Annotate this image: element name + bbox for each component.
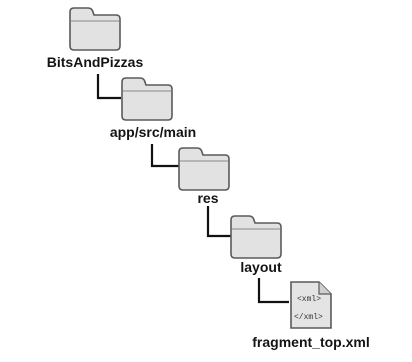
file-glyph-bottom: </xml> bbox=[294, 313, 323, 322]
xml-file-icon: <xml> </xml> bbox=[290, 281, 332, 329]
connector-lines bbox=[96, 74, 289, 304]
folder-icon bbox=[69, 7, 121, 51]
folder-icon bbox=[230, 215, 282, 259]
folder-label-app-src-main: app/src/main bbox=[109, 124, 197, 140]
file-label-fragment-top-xml: fragment_top.xml bbox=[252, 334, 370, 350]
folder-label-res: res bbox=[197, 190, 219, 206]
folder-label-layout: layout bbox=[240, 259, 282, 275]
connector-app-to-res bbox=[150, 144, 179, 168]
file-glyph-top: <xml> bbox=[297, 295, 321, 304]
connector-res-to-layout bbox=[206, 206, 231, 238]
connector-bitsandpizzas-to-app bbox=[96, 74, 121, 100]
folder-icon bbox=[121, 77, 173, 121]
connector-layout-to-file bbox=[257, 278, 289, 304]
folder-icon bbox=[178, 147, 230, 191]
folder-label-bitsandpizzas: BitsAndPizzas bbox=[46, 54, 144, 70]
